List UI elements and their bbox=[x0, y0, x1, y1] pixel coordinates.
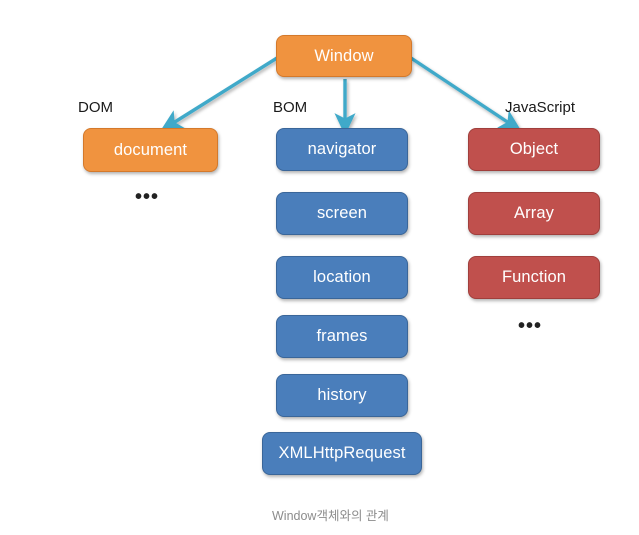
node-navigator[interactable]: navigator bbox=[276, 128, 408, 171]
node-xmlhttprequest-label: XMLHttpRequest bbox=[278, 444, 406, 462]
group-label-dom: DOM bbox=[78, 99, 113, 116]
node-xmlhttprequest[interactable]: XMLHttpRequest bbox=[262, 432, 422, 475]
node-screen[interactable]: screen bbox=[276, 192, 408, 235]
node-window-label: Window bbox=[314, 46, 374, 65]
arrow-window-to-object bbox=[410, 56, 522, 132]
group-label-bom: BOM bbox=[273, 99, 308, 116]
ellipsis-javascript: ••• bbox=[518, 315, 543, 337]
diagram-caption: Window객체와의 관계 bbox=[272, 509, 389, 523]
group-label-javascript: JavaScript bbox=[505, 99, 576, 116]
node-window[interactable]: Window bbox=[276, 35, 412, 77]
node-array-label: Array bbox=[514, 204, 554, 222]
node-document-label: document bbox=[113, 140, 188, 159]
node-location[interactable]: location bbox=[276, 256, 408, 299]
node-frames-label: frames bbox=[316, 327, 368, 345]
node-document[interactable]: document bbox=[83, 128, 218, 172]
node-history[interactable]: history bbox=[276, 374, 408, 417]
node-history-label: history bbox=[317, 386, 367, 404]
node-object-label: Object bbox=[509, 140, 559, 158]
node-array[interactable]: Array bbox=[468, 192, 600, 235]
node-navigator-label: navigator bbox=[307, 140, 377, 158]
arrow-window-to-document bbox=[160, 56, 278, 132]
node-function-label: Function bbox=[501, 268, 567, 286]
node-frames[interactable]: frames bbox=[276, 315, 408, 358]
node-object[interactable]: Object bbox=[468, 128, 600, 171]
node-screen-label: screen bbox=[316, 204, 368, 222]
ellipsis-dom: ••• bbox=[135, 186, 160, 208]
node-function[interactable]: Function bbox=[468, 256, 600, 299]
node-location-label: location bbox=[313, 268, 371, 286]
